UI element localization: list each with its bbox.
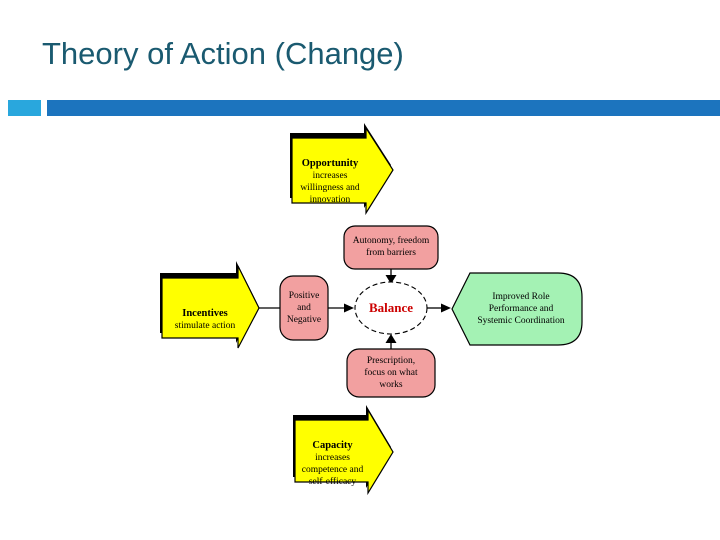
prescription-to-balance-arrowhead — [385, 334, 397, 343]
positive-box-label: Positive and Negative — [286, 291, 322, 325]
accent-square — [8, 100, 41, 116]
opportunity-arrow-shape — [291, 125, 394, 216]
page-title: Theory of Action (Change) — [42, 36, 404, 71]
opportunity-arrow-label: Opportunity increases willingness and in… — [284, 146, 376, 218]
incentives-arrow-body: stimulate action — [174, 321, 236, 331]
prescription-box-label: Prescription, focus on what works — [364, 356, 418, 390]
capacity-arrow-body: increases competence and self-efficacy — [301, 453, 364, 487]
opportunity-arrow-body: increases willingness and innovation — [300, 171, 360, 205]
positive-to-balance-arrowhead — [344, 303, 354, 313]
improved-outcome-label: Improved Role Performance and Systemic C… — [477, 292, 565, 326]
capacity-arrow-title: Capacity — [312, 440, 353, 451]
balance-to-improved-arrowhead — [441, 303, 451, 313]
improved-outcome-shape — [451, 272, 583, 346]
capacity-arrow-label: Capacity increases competence and self-e… — [285, 428, 380, 500]
accent-bar — [47, 100, 720, 116]
positive-box-shape — [279, 275, 329, 341]
autonomy-box-shape — [343, 225, 439, 270]
balance-oval-label: Balance — [368, 300, 414, 315]
balance-oval-shape — [354, 281, 428, 335]
opportunity-arrow-title: Opportunity — [301, 158, 359, 169]
capacity-arrow-shape — [294, 407, 394, 496]
autonomy-to-balance-arrowhead — [385, 275, 397, 284]
autonomy-box-label: Autonomy, freedom from barriers — [352, 236, 430, 258]
prescription-box-shape — [346, 348, 436, 398]
incentives-arrow-shape — [161, 265, 260, 349]
incentives-arrow-label: Incentives stimulate action — [152, 296, 258, 344]
incentives-arrow-title: Incentives — [182, 308, 228, 319]
